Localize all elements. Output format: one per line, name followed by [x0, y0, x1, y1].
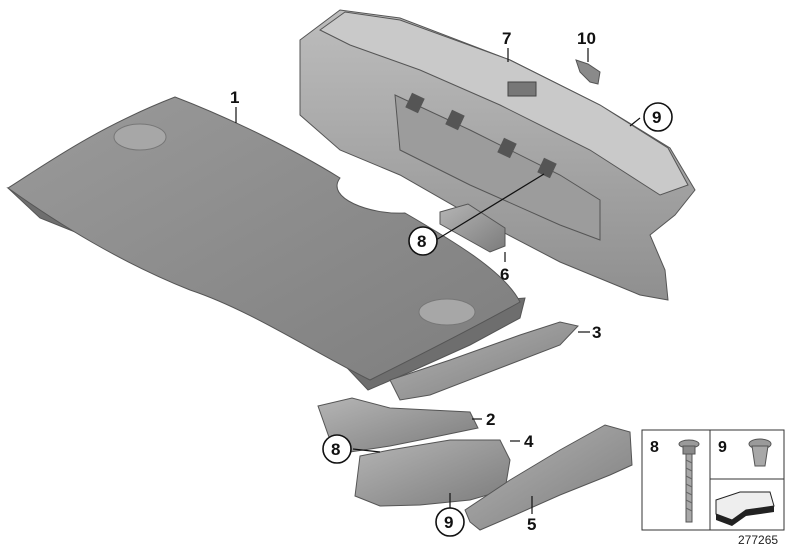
callout-9-bottom: 9 [435, 507, 465, 537]
trim-strip-part [389, 321, 579, 401]
shelf-cutout-4 [537, 157, 557, 179]
callout-8-upper: 8 [408, 226, 438, 256]
floor-board-part [6, 96, 526, 391]
callout-7: 7 [502, 29, 511, 48]
callout-5: 5 [527, 515, 536, 534]
rear-shelf-panel-part [299, 9, 696, 301]
small-bracket-part [439, 203, 506, 253]
callout-10: 10 [577, 29, 596, 48]
clip-icon [748, 438, 772, 467]
callout-4: 4 [524, 432, 534, 451]
callout-9-top: 9 [643, 102, 673, 132]
svg-text:8: 8 [417, 232, 426, 251]
leader-lines [235, 48, 641, 514]
callout-6: 6 [500, 265, 509, 284]
svg-text:9: 9 [652, 108, 661, 127]
shelf-cutout-2 [445, 109, 465, 131]
shelf-cutout-3 [497, 137, 517, 159]
long-bracket-part [464, 424, 633, 531]
callout-2: 2 [486, 410, 495, 429]
board-recess-bottom [418, 298, 476, 326]
small-clip-part [575, 59, 601, 85]
screw-icon [678, 439, 700, 523]
callout-3: 3 [592, 323, 601, 342]
shelf-center-clip [507, 81, 537, 97]
callout-8-lower: 8 [322, 434, 352, 464]
board-recess-top [113, 123, 167, 151]
svg-text:8: 8 [331, 440, 340, 459]
arrow-symbol-icon [715, 491, 775, 526]
callout-1: 1 [230, 88, 239, 107]
shelf-cutout-1 [405, 92, 425, 114]
diagram-reference-number: 277265 [738, 533, 778, 547]
svg-text:9: 9 [444, 513, 453, 532]
legend-clip-label: 9 [718, 439, 727, 456]
fastener-legend: 8 9 [641, 429, 785, 531]
legend-screw-label: 8 [650, 439, 659, 456]
